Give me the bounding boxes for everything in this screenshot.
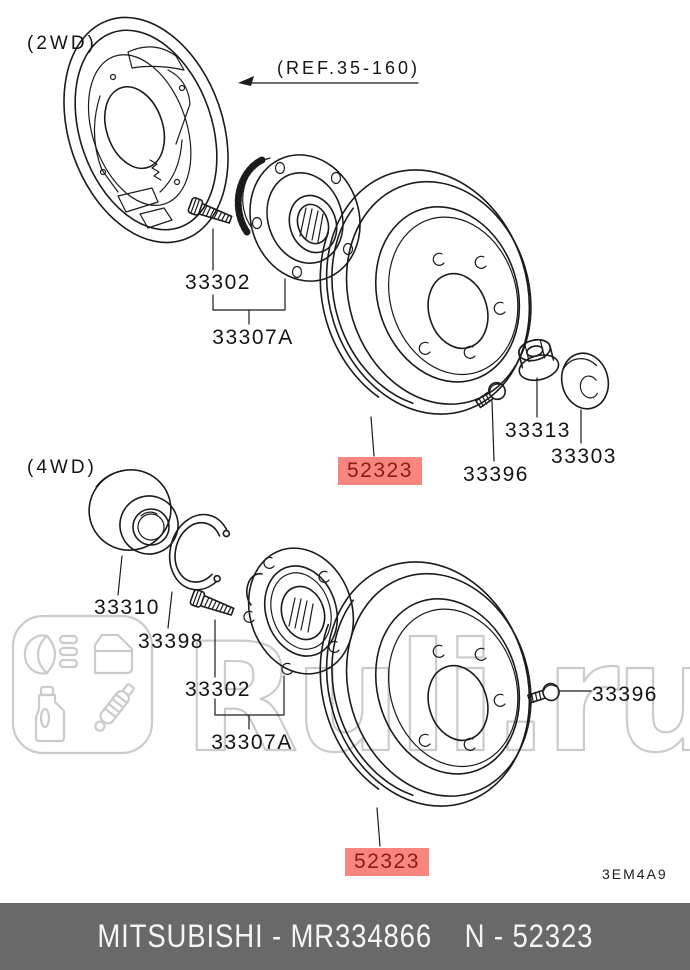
hub-bolt-4wd bbox=[189, 589, 235, 616]
leader-lines bbox=[117, 228, 592, 847]
part-label-52323-2wd-highlighted: 52323 bbox=[338, 457, 422, 485]
part-label-33303: 33303 bbox=[551, 445, 617, 468]
wheel-hub-2wd bbox=[234, 154, 361, 282]
wheel-hub-4wd bbox=[243, 547, 355, 675]
headlight-icon bbox=[23, 634, 79, 675]
footer-part-number: N - 52323 bbox=[464, 918, 593, 954]
ref-arrow bbox=[238, 76, 419, 86]
brake-drum-2wd bbox=[319, 169, 532, 415]
variant-label-2wd: (2WD) bbox=[27, 33, 97, 54]
footer-brand-part: MITSUBISHI - MR334866 bbox=[97, 918, 432, 954]
part-label-33307a-2wd: 33307A bbox=[212, 326, 294, 349]
part-label-33302-2wd: 33302 bbox=[185, 271, 251, 294]
part-label-33396-2wd: 33396 bbox=[463, 463, 529, 486]
variant-label-4wd: (4WD) bbox=[27, 457, 97, 478]
wheel-bearing bbox=[88, 469, 179, 555]
backing-plate-2wd bbox=[63, 16, 229, 244]
part-label-33313: 33313 bbox=[505, 419, 571, 442]
part-label-52323-4wd-highlighted: 52323 bbox=[345, 848, 429, 876]
shock-absorber-icon bbox=[94, 683, 135, 732]
brake-drum-4wd bbox=[319, 561, 532, 807]
grease-cap bbox=[560, 352, 610, 410]
screw-4wd bbox=[527, 682, 560, 704]
car-door-icon bbox=[93, 633, 134, 675]
watermark-parts-box bbox=[11, 614, 154, 755]
screw-2wd bbox=[475, 381, 506, 409]
hub-nut bbox=[518, 338, 560, 382]
part-label-33398: 33398 bbox=[138, 630, 204, 653]
watermark-text: Ruli.ru bbox=[183, 612, 690, 786]
part-label-33302-4wd: 33302 bbox=[185, 678, 251, 701]
hub-bolt-2wd bbox=[187, 197, 233, 224]
oil-jug-icon bbox=[34, 685, 66, 743]
part-label-33396-4wd: 33396 bbox=[592, 683, 658, 706]
part-label-33310: 33310 bbox=[94, 596, 160, 619]
ref-label: (REF.35-160) bbox=[277, 58, 421, 78]
diagram-code: 3EM4A9 bbox=[602, 866, 668, 882]
part-label-33307a-4wd: 33307A bbox=[211, 731, 293, 754]
footer-bar: MITSUBISHI - MR334866 N - 52323 bbox=[0, 903, 690, 970]
snap-ring bbox=[168, 513, 231, 591]
